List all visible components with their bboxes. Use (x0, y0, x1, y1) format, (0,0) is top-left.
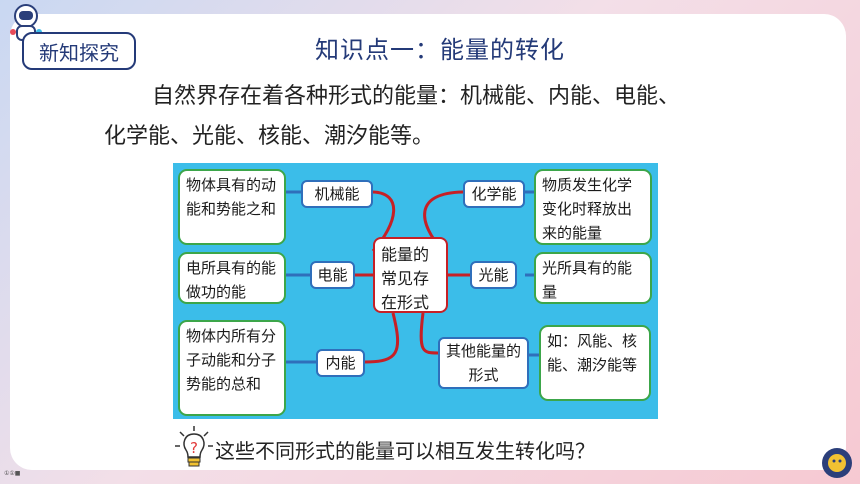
mascot-icon (822, 448, 852, 478)
footer-mark: ①①■ (4, 470, 21, 477)
svg-text:?: ? (190, 439, 198, 457)
mechanical-energy-desc: 物体具有的动能和势能之和 (178, 169, 286, 245)
light-energy-desc: 光所具有的能量 (534, 252, 652, 304)
lightbulb-question-icon: ? (175, 426, 213, 467)
chemical-energy-desc: 物质发生化学变化时释放出来的能量 (534, 169, 652, 245)
mindmap-center-node: 能量的常见存在形式 (373, 237, 448, 313)
energy-mindmap: 物体具有的动能和势能之和 机械能 电所具有的能做功的能 电能 物体内所有分子动能… (173, 163, 658, 419)
section-badge: 新知探究 (22, 32, 136, 70)
chemical-energy-node: 化学能 (463, 180, 525, 208)
internal-energy-desc: 物体内所有分子动能和分子势能的总和 (178, 320, 286, 416)
electric-energy-desc: 电所具有的能做功的能 (178, 252, 286, 304)
mechanical-energy-node: 机械能 (301, 180, 373, 208)
electric-energy-node: 电能 (310, 261, 355, 289)
intro-line-2: 化学能、光能、核能、潮汐能等。 (104, 124, 435, 149)
other-energy-desc: 如：风能、核能、潮汐能等 (539, 325, 651, 401)
light-energy-node: 光能 (470, 261, 517, 289)
page-title: 知识点一：能量的转化 (315, 36, 565, 64)
other-energy-node: 其他能量的形式 (438, 337, 529, 389)
internal-energy-node: 内能 (316, 349, 365, 377)
question-text: 这些不同形式的能量可以相互发生转化吗？ (215, 439, 595, 463)
intro-line-1: 自然界存在着各种形式的能量：机械能、内能、电能、 (152, 84, 681, 109)
